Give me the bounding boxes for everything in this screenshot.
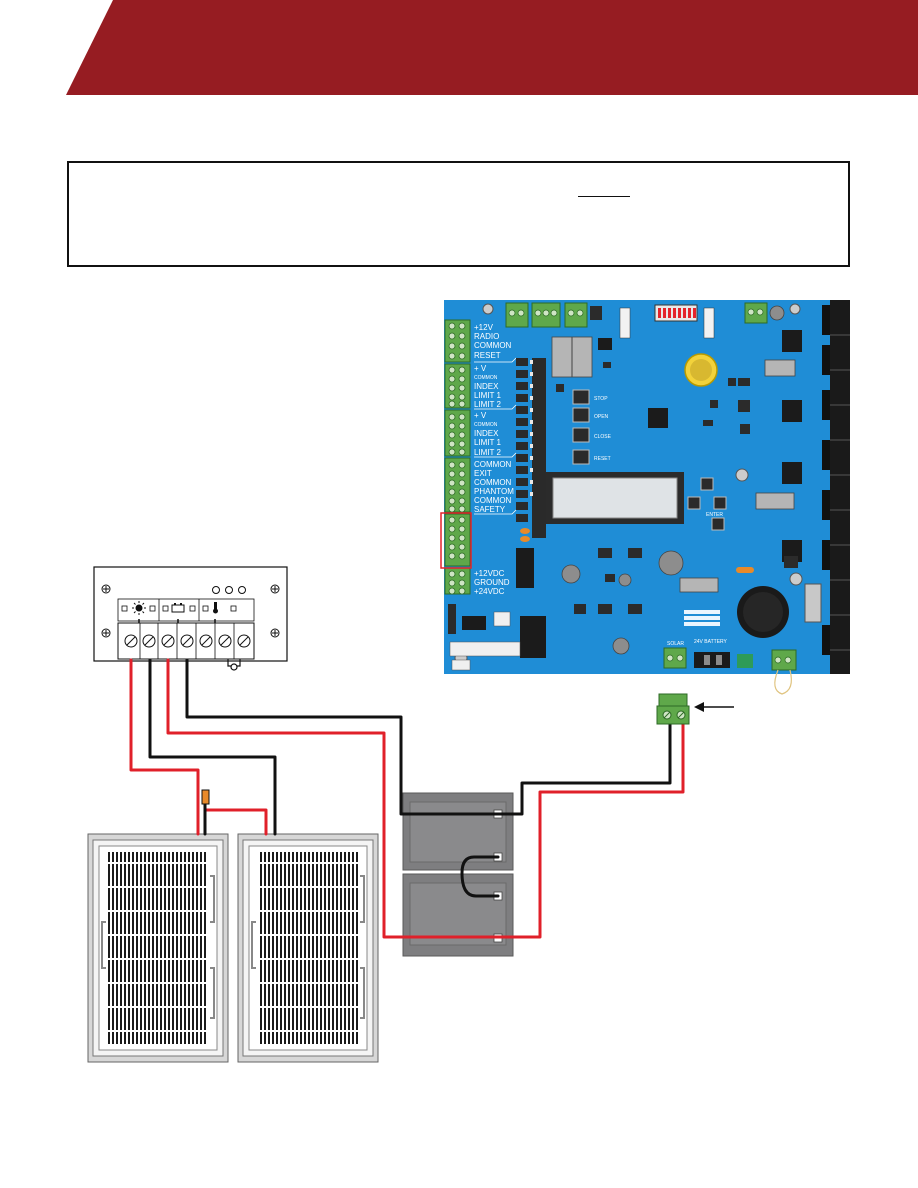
batteries bbox=[402, 792, 514, 957]
nav-button-right[interactable] bbox=[713, 496, 727, 510]
label-safety: SAFETY bbox=[474, 505, 506, 514]
nav-button-left[interactable] bbox=[687, 496, 701, 510]
lcd-display bbox=[546, 472, 684, 524]
reset-label: RESET bbox=[594, 456, 611, 462]
inline-fuse bbox=[201, 789, 210, 805]
relay-strip bbox=[830, 300, 850, 674]
stop-button[interactable] bbox=[572, 389, 590, 405]
battery-label: 24V BATTERY bbox=[694, 639, 728, 645]
label-common: COMMON bbox=[474, 496, 512, 505]
close-label: CLOSE bbox=[594, 434, 612, 440]
label-limit-1: LIMIT 1 bbox=[474, 438, 502, 447]
wire-black-panel-to-controller bbox=[148, 658, 277, 836]
label-ground: GROUND bbox=[474, 578, 510, 587]
solar-label: SOLAR bbox=[667, 641, 684, 647]
sun-icon bbox=[132, 601, 146, 615]
wire-red-panel-to-controller bbox=[129, 658, 200, 836]
board-buttons: STOP OPEN CLOSE RESET ENTER bbox=[572, 389, 727, 531]
label-v: + V bbox=[474, 364, 487, 373]
thermometer-icon bbox=[213, 602, 218, 614]
left-terminal-blocks bbox=[440, 319, 472, 595]
label-phantom: PHANTOM bbox=[474, 487, 514, 496]
reset-button[interactable] bbox=[572, 449, 590, 465]
label-common: COMMON bbox=[474, 460, 512, 469]
wire-red-panel-link bbox=[203, 808, 268, 836]
label-common: COMMON bbox=[474, 478, 512, 487]
label-limit-2: LIMIT 2 bbox=[474, 448, 502, 457]
label-common-small: COMMON bbox=[474, 422, 498, 428]
wire-black-controller-to-battery bbox=[185, 658, 500, 816]
open-button[interactable] bbox=[572, 407, 590, 423]
control-board: +12V RADIO COMMON RESET + V COMMON INDEX… bbox=[440, 300, 850, 695]
label-reset: RESET bbox=[474, 351, 501, 360]
open-label: OPEN bbox=[594, 414, 609, 420]
nav-button-up[interactable] bbox=[700, 477, 714, 491]
wires bbox=[129, 658, 685, 939]
label-common: COMMON bbox=[474, 341, 512, 350]
label-limit-2: LIMIT 2 bbox=[474, 400, 502, 409]
stop-label: STOP bbox=[594, 396, 608, 402]
wire-red-battery-to-board bbox=[496, 721, 685, 939]
battery-icon bbox=[171, 603, 185, 613]
label-limit-1: LIMIT 1 bbox=[474, 391, 502, 400]
label-exit: EXIT bbox=[474, 469, 492, 478]
label-index: INDEX bbox=[474, 429, 499, 438]
charge-controller bbox=[93, 566, 288, 671]
header-banner bbox=[66, 0, 918, 95]
board-left-labels: +12V RADIO COMMON RESET + V COMMON INDEX… bbox=[474, 323, 514, 596]
battery-plug bbox=[656, 693, 690, 725]
label-index: INDEX bbox=[474, 382, 499, 391]
close-button[interactable] bbox=[572, 427, 590, 443]
enter-label: ENTER bbox=[706, 512, 723, 518]
label-v: + V bbox=[474, 411, 487, 420]
header-banner-shape bbox=[66, 0, 918, 95]
enter-button[interactable] bbox=[711, 517, 725, 531]
notice-box bbox=[67, 161, 850, 267]
label-12v: +12V bbox=[474, 323, 494, 332]
label-24vdc: +24VDC bbox=[474, 587, 505, 596]
label-radio: RADIO bbox=[474, 332, 499, 341]
wire-red-controller-to-battery bbox=[166, 658, 500, 939]
label-common-small: COMMON bbox=[474, 375, 498, 381]
label-12vdc: +12VDC bbox=[474, 569, 505, 578]
wire-battery-jumper bbox=[460, 855, 500, 898]
arrow-icon bbox=[694, 702, 734, 712]
notice-underline bbox=[578, 196, 630, 197]
solar-panels bbox=[87, 833, 379, 1063]
relay-strip-ticks bbox=[830, 334, 850, 651]
wire-black-battery-to-board bbox=[496, 721, 672, 816]
highlight-box bbox=[440, 512, 472, 569]
